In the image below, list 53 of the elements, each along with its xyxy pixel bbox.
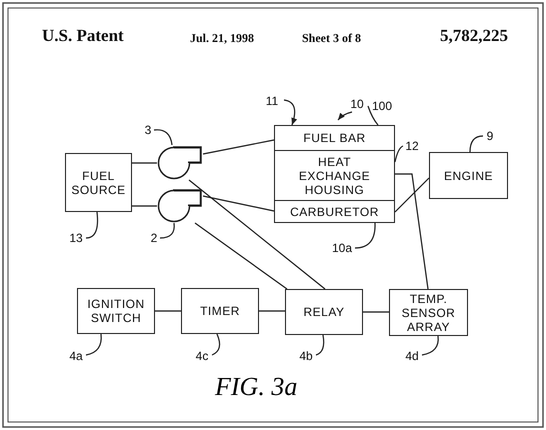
reference-numeral: 10 [344, 97, 370, 112]
connection-line [132, 205, 157, 207]
reference-numeral: 13 [66, 231, 86, 246]
component-box: RELAY [285, 289, 363, 335]
leader-line [422, 336, 439, 356]
connection-line [259, 310, 285, 312]
leader-line [469, 135, 484, 152]
connection-line [132, 162, 157, 164]
component-box: FUEL BAR [274, 125, 395, 151]
component-box: HEAT EXCHANGE HOUSING [274, 150, 395, 201]
connection-line [188, 180, 326, 290]
component-box: IGNITION SWITCH [77, 288, 155, 334]
component-box: FUEL SOURCE [65, 153, 132, 212]
reference-numeral: 4b [296, 349, 316, 364]
connection-line [394, 178, 430, 212]
leader-line [316, 334, 324, 356]
arrow [338, 111, 352, 120]
reference-numeral: 100 [368, 99, 396, 114]
leader-line [86, 334, 102, 356]
figure-caption: FIG. 3a [215, 372, 298, 402]
reference-numeral: 12 [403, 139, 421, 154]
reference-numeral: 11 [260, 94, 284, 109]
connection-line [395, 173, 429, 290]
component-box: ENGINE [429, 152, 508, 199]
connection-line [202, 139, 274, 155]
component-box: TIMER [181, 288, 259, 334]
component-box: CARBURETOR [274, 200, 395, 223]
connection-line [202, 195, 274, 212]
patent-number: 5,782,225 [440, 26, 508, 46]
component-box: TEMP. SENSOR ARRAY [389, 289, 468, 336]
reference-numeral: 4d [402, 349, 422, 364]
reference-numeral: 4a [66, 349, 86, 364]
reference-numeral: 9 [483, 129, 497, 144]
leader-line [86, 212, 98, 239]
connection-line [194, 222, 288, 290]
leader-line [212, 334, 220, 356]
reference-numeral: 2 [148, 231, 160, 246]
reference-numeral: 10a [329, 241, 355, 256]
leader-line [354, 223, 376, 249]
header-text: U.S. Patent [42, 26, 124, 46]
sheet-number: Sheet 3 of 8 [302, 31, 361, 46]
pump-symbol [157, 145, 203, 180]
leader-line [367, 106, 378, 126]
pump-symbol [157, 188, 203, 223]
leader-line [160, 222, 175, 239]
connection-line [155, 310, 181, 312]
connection-line [363, 311, 389, 313]
reference-numeral: 4c [192, 349, 212, 364]
leader-line [284, 99, 297, 126]
leader-line [154, 129, 173, 146]
leader-line [394, 145, 404, 162]
date-text: Jul. 21, 1998 [190, 31, 254, 46]
reference-numeral: 3 [142, 123, 154, 138]
